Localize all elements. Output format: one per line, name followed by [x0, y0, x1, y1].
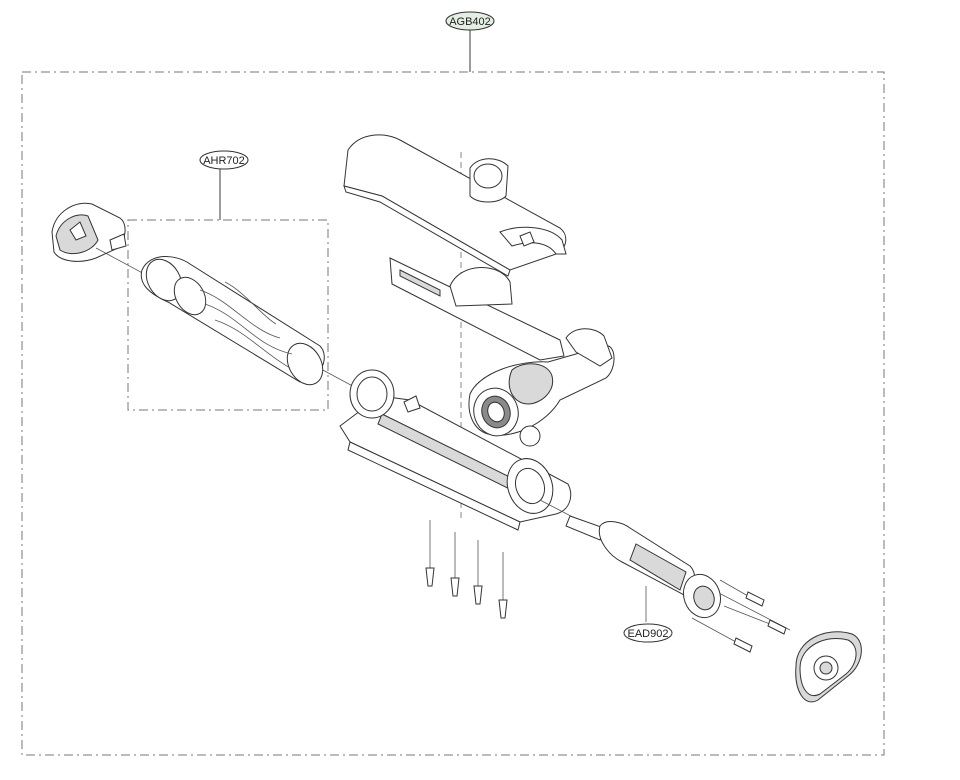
left-end-cap [51, 202, 127, 262]
assembly-label[interactable]: AGB402 [445, 11, 495, 31]
assembly-label-text: AGB402 [449, 16, 491, 28]
brush-roll-label-text: AHR702 [203, 155, 245, 167]
brush-roll-frame [127, 219, 329, 411]
brush-roll-label[interactable]: AHR702 [199, 150, 249, 170]
brush-roll [140, 256, 325, 386]
assembly-frame [21, 71, 885, 756]
motor [539, 499, 791, 631]
lower-housing [339, 369, 572, 531]
right-end-cap [795, 631, 862, 703]
motor-label-text: EAD902 [628, 628, 669, 640]
screws-vertical [425, 520, 508, 619]
screws-diagonal [691, 579, 787, 653]
top-cover [343, 134, 567, 277]
swivel-neck [468, 328, 615, 447]
motor-label[interactable]: EAD902 [623, 623, 673, 643]
inner-bracket [389, 257, 565, 361]
